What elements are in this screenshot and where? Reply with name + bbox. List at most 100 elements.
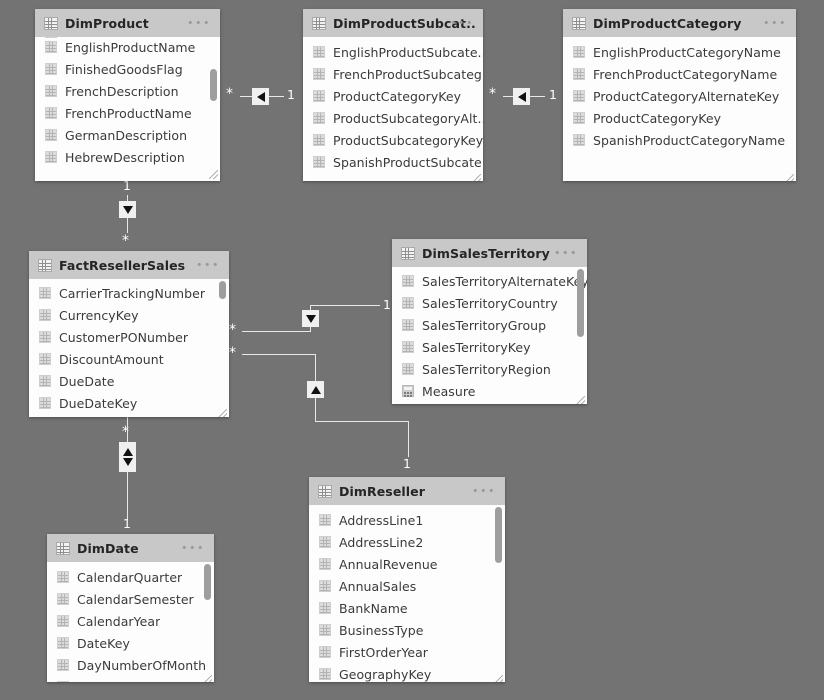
list-item[interactable]: CalendarSemester: [47, 588, 214, 610]
column-icon: [45, 37, 57, 38]
resize-handle-icon[interactable]: [576, 396, 585, 404]
more-options-icon[interactable]: •••: [187, 16, 211, 30]
list-item[interactable]: BusinessType: [309, 619, 505, 641]
list-item[interactable]: DueDateKey: [29, 392, 229, 414]
table-header[interactable]: DimSalesTerritory •••: [392, 239, 587, 267]
list-item[interactable]: FrenchProductCategoryName: [563, 63, 796, 85]
cardinality-one-label: 1: [383, 297, 391, 312]
table-card-dimproduct[interactable]: DimProduct ••• EnglishProductName Finish…: [35, 9, 220, 181]
more-options-icon[interactable]: •••: [472, 484, 496, 498]
resize-handle-icon[interactable]: [472, 174, 481, 181]
relationship-line: [315, 421, 409, 422]
list-item[interactable]: AnnualSales: [309, 575, 505, 597]
column-icon: [319, 558, 331, 570]
resize-handle-icon[interactable]: [209, 170, 218, 179]
column-icon: [45, 41, 57, 53]
list-item[interactable]: CalendarYear: [47, 610, 214, 632]
more-options-icon[interactable]: •••: [196, 258, 220, 272]
list-item[interactable]: DayNumberOfMonth: [47, 654, 214, 676]
list-item[interactable]: GeographyKey: [309, 663, 505, 682]
table-card-dimsalesterritory[interactable]: DimSalesTerritory ••• SalesTerritoryAlte…: [392, 239, 587, 404]
list-item[interactable]: FrenchProductName: [35, 102, 220, 124]
list-item[interactable]: AddressLine1: [309, 509, 505, 531]
field-list[interactable]: CarrierTrackingNumber CurrencyKey Custom…: [29, 279, 229, 417]
more-options-icon[interactable]: •••: [181, 541, 205, 555]
vertical-scrollbar[interactable]: [495, 507, 502, 563]
vertical-scrollbar[interactable]: [210, 69, 217, 101]
cardinality-many-label: *: [489, 86, 496, 102]
more-options-icon[interactable]: •••: [554, 246, 578, 260]
list-item[interactable]: SalesTerritoryAlternateKey: [392, 270, 587, 292]
vertical-scrollbar[interactable]: [577, 269, 584, 337]
resize-handle-icon[interactable]: [218, 409, 227, 417]
more-options-icon[interactable]: •••: [763, 16, 787, 30]
list-item[interactable]: SpanishProductSubcate...: [303, 151, 483, 173]
table-header[interactable]: DimProductSubcat... •••: [303, 9, 483, 37]
resize-handle-icon[interactable]: [203, 675, 212, 682]
table-icon: [401, 246, 415, 260]
column-icon: [313, 90, 325, 102]
list-item[interactable]: SalesTerritoryRegion: [392, 358, 587, 380]
table-card-dimproductsubcategory[interactable]: DimProductSubcat... ••• EnglishProductSu…: [303, 9, 483, 181]
list-item[interactable]: SalesTerritoryKey: [392, 336, 587, 358]
resize-handle-icon[interactable]: [494, 675, 503, 682]
table-icon: [312, 16, 326, 30]
list-item[interactable]: AddressLine2: [309, 531, 505, 553]
cross-filter-arrow-icon: [302, 310, 319, 327]
table-card-dimdate[interactable]: DimDate ••• CalendarQuarter CalendarSeme…: [47, 534, 214, 682]
list-item[interactable]: CalendarQuarter: [47, 566, 214, 588]
list-item[interactable]: GermanDescription: [35, 124, 220, 146]
list-item[interactable]: SpanishProductCategoryName: [563, 129, 796, 151]
list-item[interactable]: EnglishProductCategoryName: [563, 41, 796, 63]
list-item[interactable]: DayNumberOfWeek: [47, 676, 214, 682]
list-item[interactable]: ProductCategoryKey: [303, 85, 483, 107]
table-header[interactable]: DimProductCategory •••: [563, 9, 796, 37]
list-item[interactable]: FinishedGoodsFlag: [35, 58, 220, 80]
list-item[interactable]: CarrierTrackingNumber: [29, 282, 229, 304]
list-item[interactable]: SalesTerritoryCountry: [392, 292, 587, 314]
list-item[interactable]: CurrencyKey: [29, 304, 229, 326]
vertical-scrollbar[interactable]: [219, 281, 226, 299]
cardinality-one-label: 1: [123, 178, 131, 193]
more-options-icon[interactable]: •••: [450, 16, 474, 30]
table-card-dimproductcategory[interactable]: DimProductCategory ••• EnglishProductCat…: [563, 9, 796, 181]
list-item[interactable]: ProductCategoryAlternateKey: [563, 85, 796, 107]
list-item[interactable]: FrenchDescription: [35, 80, 220, 102]
table-header[interactable]: DimProduct •••: [35, 9, 220, 37]
field-list[interactable]: EnglishProductName FinishedGoodsFlag Fre…: [35, 37, 220, 181]
field-list[interactable]: EnglishProductSubcate... FrenchProductSu…: [303, 37, 483, 181]
list-item[interactable]: ProductCategoryKey: [563, 107, 796, 129]
list-item[interactable]: ProductSubcategoryKey: [303, 129, 483, 151]
list-item[interactable]: ProductSubcategoryAlt...: [303, 107, 483, 129]
list-item[interactable]: SalesTerritoryGroup: [392, 314, 587, 336]
resize-handle-icon[interactable]: [785, 174, 794, 181]
list-item[interactable]: HebrewDescription: [35, 146, 220, 168]
field-list[interactable]: AddressLine1 AddressLine2 AnnualRevenue …: [309, 505, 505, 682]
list-item[interactable]: BankName: [309, 597, 505, 619]
vertical-scrollbar[interactable]: [204, 564, 211, 600]
table-header[interactable]: DimDate •••: [47, 534, 214, 562]
list-item[interactable]: AnnualRevenue: [309, 553, 505, 575]
relationship-line: [310, 305, 380, 306]
list-item[interactable]: DiscountAmount: [29, 348, 229, 370]
column-icon: [45, 63, 57, 75]
list-item[interactable]: EnglishProductName: [35, 37, 220, 58]
cardinality-one-label: 1: [549, 87, 557, 102]
list-item[interactable]: FrenchProductSubcateg...: [303, 63, 483, 85]
list-item[interactable]: DateKey: [47, 632, 214, 654]
list-item[interactable]: EnglishProductSubcate...: [303, 41, 483, 63]
table-header[interactable]: FactResellerSales •••: [29, 251, 229, 279]
table-header[interactable]: DimReseller •••: [309, 477, 505, 505]
list-item[interactable]: Measure: [392, 380, 587, 402]
field-list[interactable]: SalesTerritoryAlternateKey SalesTerritor…: [392, 267, 587, 404]
list-item[interactable]: CustomerPONumber: [29, 326, 229, 348]
table-card-factresellersales[interactable]: FactResellerSales ••• CarrierTrackingNum…: [29, 251, 229, 417]
field-list[interactable]: EnglishProductCategoryName FrenchProduct…: [563, 37, 796, 181]
field-list[interactable]: CalendarQuarter CalendarSemester Calenda…: [47, 562, 214, 682]
table-card-dimreseller[interactable]: DimReseller ••• AddressLine1 AddressLine…: [309, 477, 505, 682]
list-item[interactable]: DueDate: [29, 370, 229, 392]
cardinality-many-label: *: [122, 424, 129, 440]
list-item[interactable]: FirstOrderYear: [309, 641, 505, 663]
column-icon: [39, 375, 51, 387]
